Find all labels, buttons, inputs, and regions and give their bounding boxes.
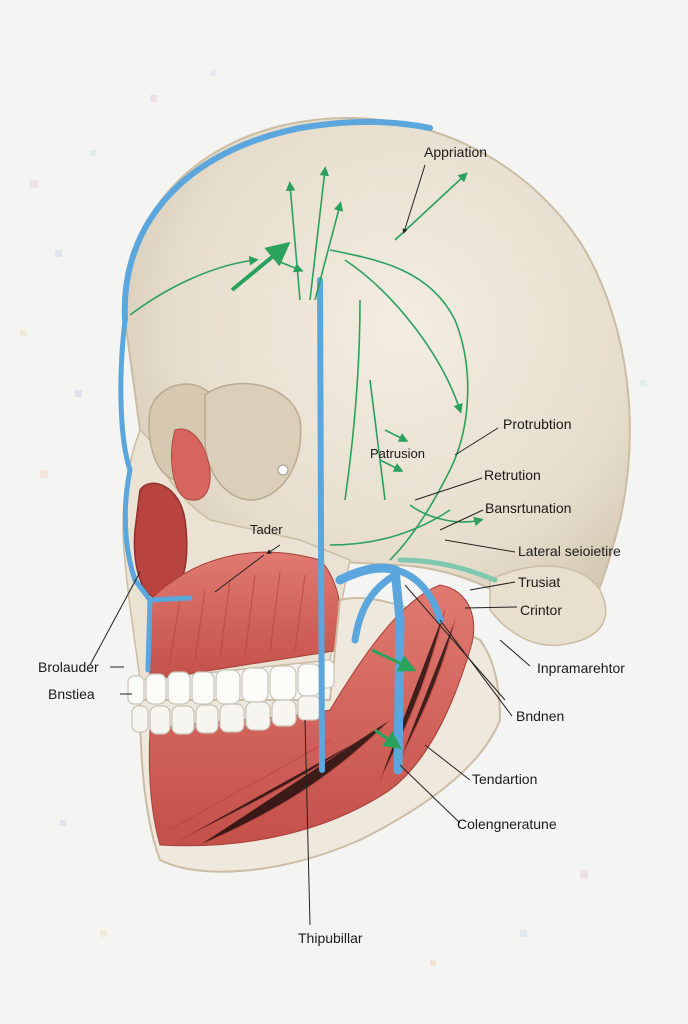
label-lateral: Lateral seioietire xyxy=(518,543,621,559)
label-bndnen: Bndnen xyxy=(516,708,565,724)
zygomatic-muscle xyxy=(171,428,211,501)
green-direction-arrows xyxy=(129,166,484,750)
right-orbit xyxy=(204,382,302,501)
upper-teeth xyxy=(127,659,335,705)
label-colengneratune: Colengneratune xyxy=(457,816,557,832)
occipital-process xyxy=(489,565,607,647)
label-inpramarehtor: Inpramarehtor xyxy=(537,660,625,676)
label-appriation: Appriation xyxy=(424,144,488,160)
label-bnstiea: Bnstiea xyxy=(48,686,95,702)
label-bansrtunation: Bansrtunation xyxy=(485,500,572,516)
background-speckles xyxy=(20,70,647,966)
label-tendartion: Tendartion xyxy=(472,771,538,787)
label-trusiat: Trusiat xyxy=(518,574,561,590)
label-protrubtion: Protrubtion xyxy=(503,416,572,432)
label-brolauder: Brolauder xyxy=(38,659,99,675)
lower-teeth xyxy=(131,695,321,735)
label-crintor: Crintor xyxy=(520,602,563,618)
cranium xyxy=(123,117,631,642)
label-thipubillar: Thipubillar xyxy=(298,930,363,946)
label-patrusion: Patrusion xyxy=(370,446,425,461)
label-tader: Tader xyxy=(250,522,283,537)
label-retrution: Retrution xyxy=(484,467,541,483)
blue-vessel-lines xyxy=(118,118,498,775)
leader-lines xyxy=(89,164,531,926)
